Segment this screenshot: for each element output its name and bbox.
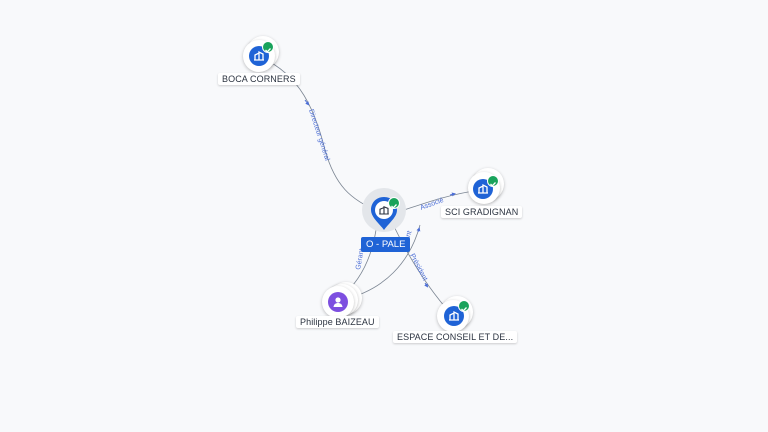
edge-label-espace: Président <box>408 253 428 282</box>
person-icon <box>333 297 343 307</box>
node-o-pale[interactable] <box>360 188 408 238</box>
edge-arrow <box>449 192 456 197</box>
edge-arrow <box>304 99 310 106</box>
edge-arrow <box>416 227 421 233</box>
node-espace-conseil[interactable] <box>437 296 479 334</box>
node-boca-corners[interactable] <box>243 36 285 74</box>
node-sci-gradignan[interactable] <box>466 168 508 206</box>
building-icon <box>449 310 459 321</box>
building-icon <box>379 205 389 215</box>
node-philippe-baizeau[interactable] <box>322 280 364 318</box>
verified-check-icon <box>388 197 400 209</box>
node-label-philippe-baizeau[interactable]: Philippe BAIZEAU <box>296 316 379 328</box>
edge-label-boca: Directeur général <box>307 108 330 162</box>
node-label-sci-gradignan[interactable]: SCI GRADIGNAN <box>441 206 523 218</box>
verified-check-icon <box>458 300 470 312</box>
edge-label-philippe-a: Gérant <box>355 248 366 270</box>
node-label-espace-conseil[interactable]: ESPACE CONSEIL ET DE... <box>393 331 518 343</box>
person-disc <box>328 292 348 312</box>
building-icon <box>254 50 264 61</box>
company-disc <box>444 306 464 326</box>
verified-check-icon <box>487 175 499 187</box>
verified-check-icon <box>262 41 274 53</box>
node-label-boca-corners[interactable]: BOCA CORNERS <box>218 73 300 85</box>
node-label-o-pale[interactable]: O - PALE <box>361 237 411 252</box>
edge-arrow <box>424 282 429 288</box>
building-icon <box>478 183 488 194</box>
